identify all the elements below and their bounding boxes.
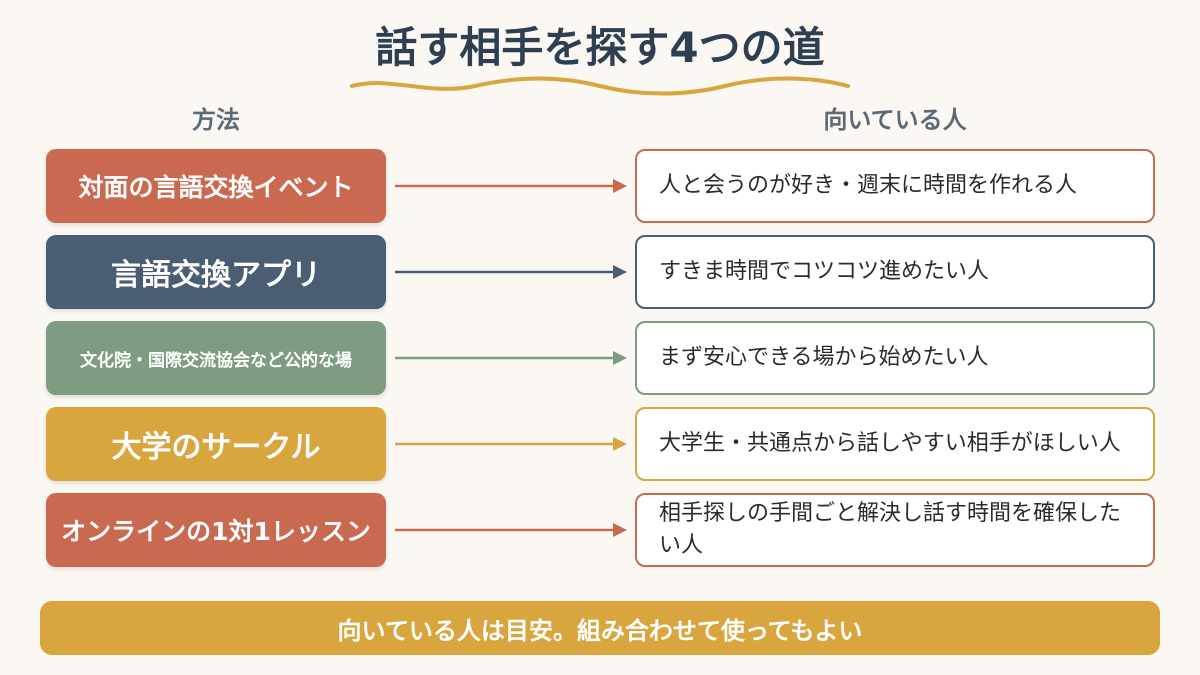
arrow-icon [395,523,627,537]
audience-box: 大学生・共通点から話しやすい相手がほしい人 [635,407,1155,481]
footer-note: 向いている人は目安。組み合わせて使ってもよい [40,601,1160,655]
audience-box: 相手探しの手間ごと解決し話す時間を確保したい人 [635,493,1155,567]
title-underline-wave [350,76,850,96]
arrow-icon [395,351,627,365]
audience-box: 人と会うのが好き・週末に時間を作れる人 [635,149,1155,223]
arrow-icon [395,179,627,193]
method-row: 文化院・国際交流協会など公的な場 まず安心できる場から始めたい人 [0,321,1200,395]
arrow-icon [395,265,627,279]
arrow-icon [395,437,627,451]
page-title: 話す相手を探す4つの道 [375,23,825,72]
method-box: オンラインの1対1レッスン [46,493,386,567]
method-row: 対面の言語交換イベント 人と会うのが好き・週末に時間を作れる人 [0,149,1200,223]
method-box: 文化院・国際交流協会など公的な場 [46,321,386,395]
method-row: 言語交換アプリ すきま時間でコツコツ進めたい人 [0,235,1200,309]
column-header-who: 向いている人 [823,106,967,134]
method-box: 言語交換アプリ [46,235,386,309]
method-row: 大学のサークル 大学生・共通点から話しやすい相手がほしい人 [0,407,1200,481]
method-box: 大学のサークル [46,407,386,481]
method-box: 対面の言語交換イベント [46,149,386,223]
audience-box: すきま時間でコツコツ進めたい人 [635,235,1155,309]
audience-box: まず安心できる場から始めたい人 [635,321,1155,395]
method-row: オンラインの1対1レッスン 相手探しの手間ごと解決し話す時間を確保したい人 [0,493,1200,567]
column-header-method: 方法 [192,106,240,134]
